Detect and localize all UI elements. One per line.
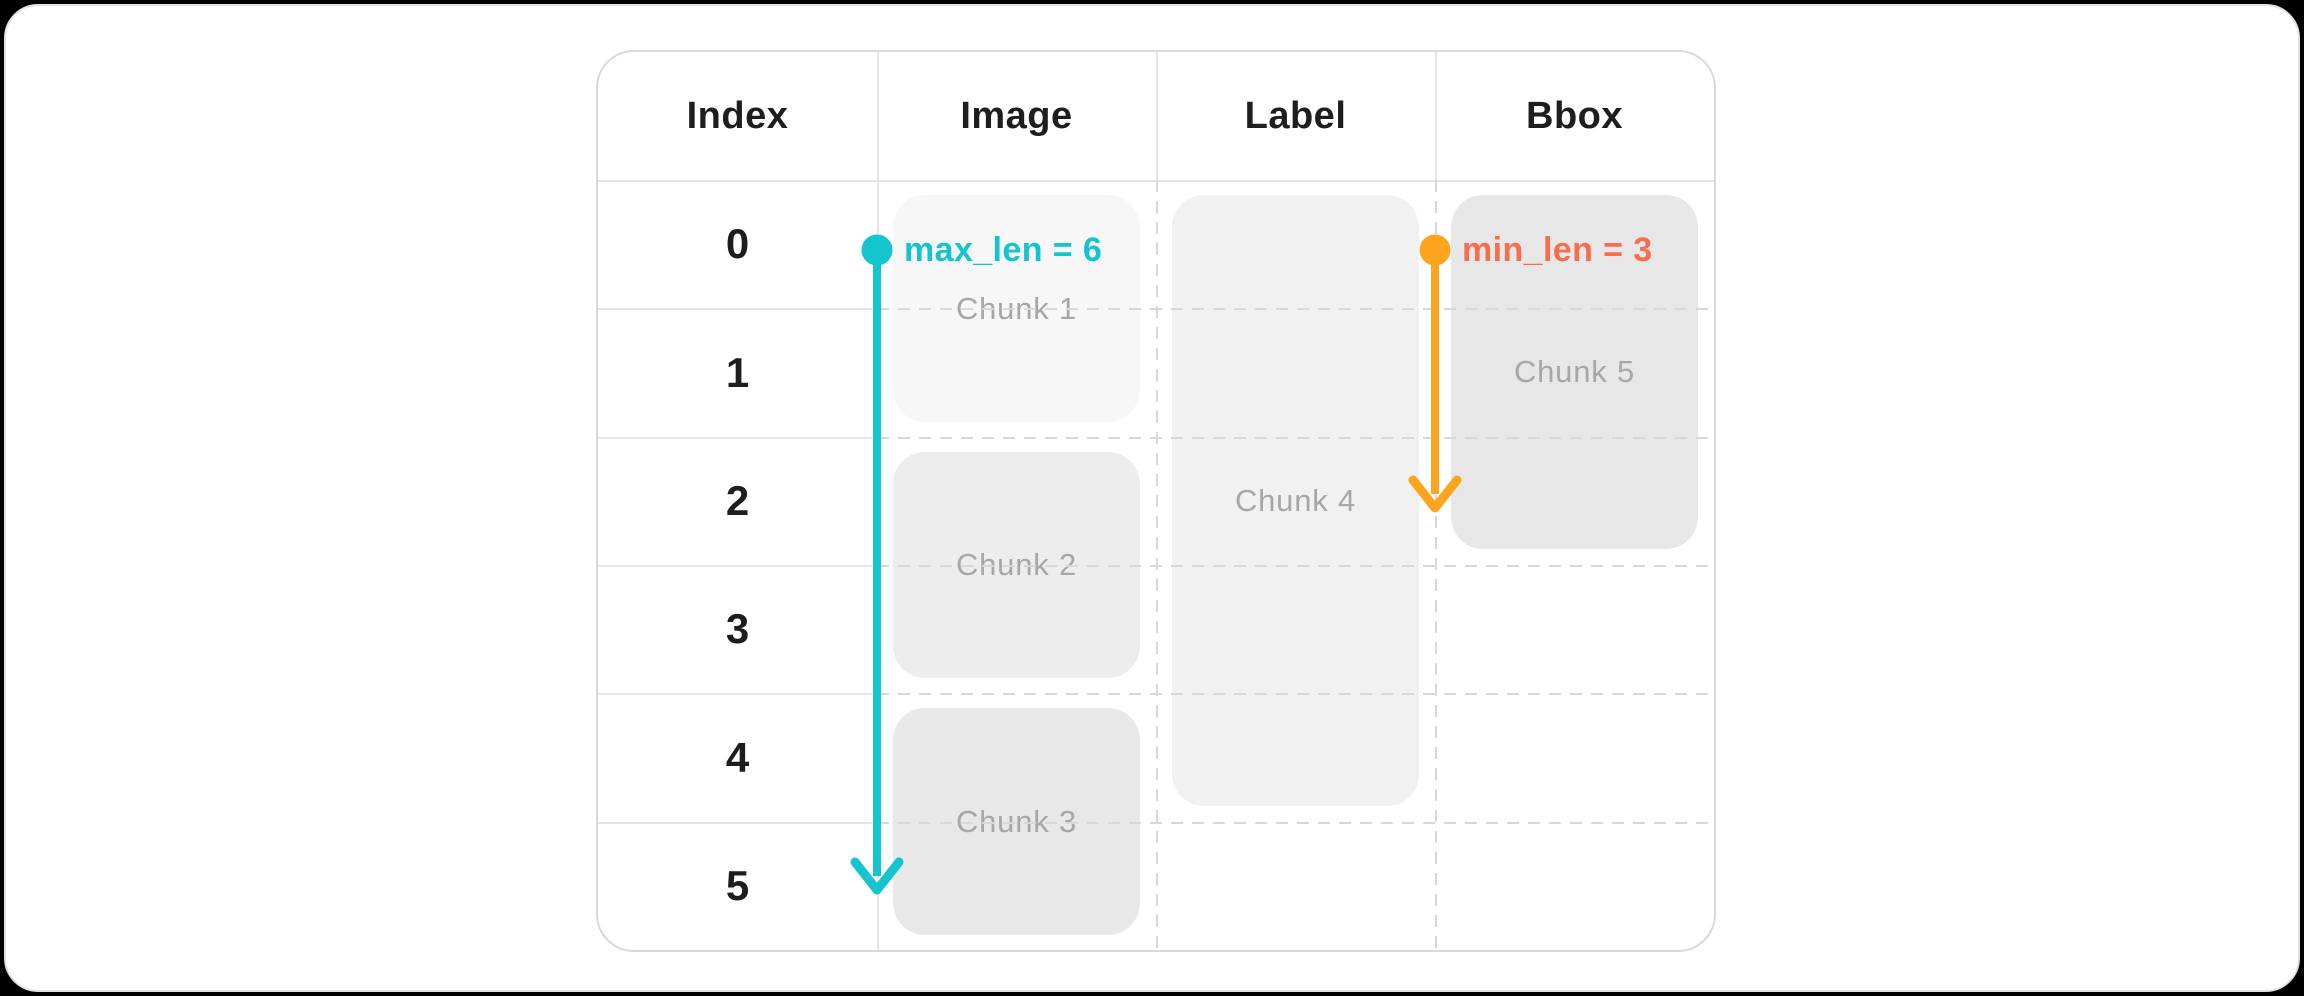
chunk-box-5: Chunk 5 [1451, 195, 1698, 549]
column-header-image: Image [960, 94, 1073, 137]
max-len-annotation: max_len = 6 [904, 230, 1103, 269]
row-index-2: 2 [725, 477, 750, 524]
row-index-5: 5 [725, 862, 750, 909]
row-index-0: 0 [725, 220, 750, 267]
max-len-arrow-icon [846, 214, 908, 909]
dataset-chunking-table: Index Image Label Bbox 0 1 [596, 50, 1716, 952]
chunk-label-5: Chunk 5 [1513, 354, 1636, 389]
column-header-index: Index [686, 94, 789, 137]
chunk-box-4: Chunk 4 [1172, 195, 1419, 806]
row-index-4: 4 [725, 733, 750, 781]
chunk-label-3: Chunk 3 [955, 803, 1078, 839]
row-divider-dashed [877, 437, 1714, 439]
min-len-annotation: min_len = 3 [1462, 230, 1653, 269]
row-divider-dashed [877, 693, 1714, 695]
row-divider-solid [598, 565, 877, 567]
row-divider-solid [598, 822, 877, 824]
row-divider-dashed [877, 565, 1714, 567]
column-divider-label-bbox-header [1435, 52, 1437, 180]
chunk-label-2: Chunk 2 [955, 547, 1078, 582]
row-divider-dashed [877, 308, 1714, 310]
min-len-arrow-icon [1404, 214, 1466, 529]
row-divider-solid [598, 308, 877, 310]
column-divider-image-label-header [1156, 52, 1158, 180]
chunk-box-3: Chunk 3 [893, 708, 1140, 935]
row-divider-solid [598, 693, 877, 695]
row-index-1: 1 [725, 348, 750, 396]
row-index-3: 3 [725, 605, 750, 652]
row-divider-dashed [877, 822, 1714, 824]
figure-card: Index Image Label Bbox 0 1 [4, 4, 2300, 992]
column-header-bbox: Bbox [1526, 94, 1623, 137]
chunk-label-4: Chunk 4 [1234, 482, 1357, 518]
column-header-label: Label [1244, 94, 1347, 137]
row-divider-solid [598, 437, 877, 439]
